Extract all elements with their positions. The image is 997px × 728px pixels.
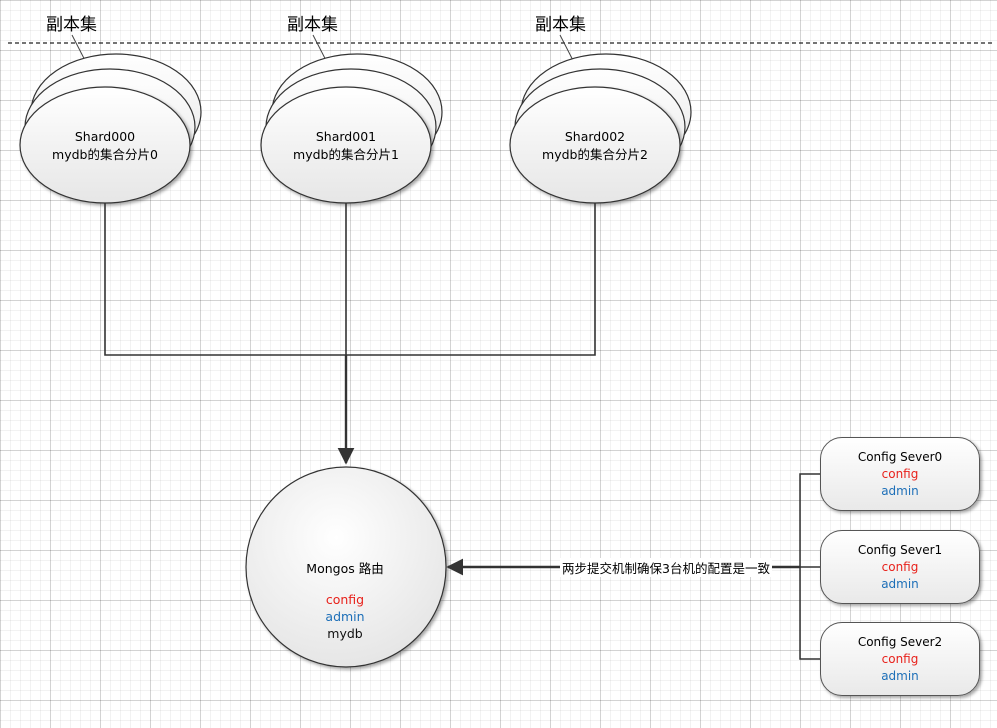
config-server-db-config: config bbox=[881, 467, 919, 481]
mongos-db-config: config bbox=[325, 592, 365, 607]
config-server-name: Config Sever2 bbox=[857, 635, 943, 649]
mongos-db-mydb: mydb bbox=[327, 626, 363, 641]
config-server-db-admin: admin bbox=[881, 577, 919, 591]
shard-desc: mydb的集合分片1 bbox=[293, 147, 399, 162]
replica-set-label-2: 副本集 bbox=[535, 15, 586, 35]
shard-name: Shard000 bbox=[74, 129, 136, 144]
shard-text-1: Shard001 mydb的集合分片1 bbox=[261, 128, 431, 164]
shard-stack-2[interactable] bbox=[509, 53, 692, 204]
shard-name: Shard001 bbox=[315, 129, 377, 144]
shard-desc: mydb的集合分片2 bbox=[542, 147, 648, 162]
config-server-name: Config Sever1 bbox=[857, 543, 943, 557]
two-phase-commit-label: 两步提交机制确保3台机的配置是一致 bbox=[560, 558, 772, 577]
mongos-db-admin: admin bbox=[325, 609, 365, 624]
shard-text-2: Shard002 mydb的集合分片2 bbox=[510, 128, 680, 164]
shard-desc: mydb的集合分片0 bbox=[52, 147, 158, 162]
replica-set-label-0: 副本集 bbox=[46, 15, 97, 35]
mongos-router-circle[interactable] bbox=[245, 466, 447, 668]
config-server-db-admin: admin bbox=[881, 669, 919, 683]
config-server-db-config: config bbox=[881, 652, 919, 666]
config-server-0[interactable]: Config Sever0 config admin bbox=[820, 437, 980, 511]
mongos-title: Mongos 路由 bbox=[306, 561, 384, 576]
shard-text-0: Shard000 mydb的集合分片0 bbox=[20, 128, 190, 164]
shard-bus-connector bbox=[104, 203, 596, 356]
config-server-db-admin: admin bbox=[881, 484, 919, 498]
replica-set-label-1: 副本集 bbox=[287, 15, 338, 35]
shard-stack-1[interactable] bbox=[260, 53, 443, 204]
mongos-text: Mongos 路由 config admin mydb bbox=[247, 558, 443, 642]
config-server-name: Config Sever0 bbox=[857, 450, 943, 464]
config-server-2[interactable]: Config Sever2 config admin bbox=[820, 622, 980, 696]
shard-stack-0[interactable] bbox=[19, 53, 202, 204]
config-server-1[interactable]: Config Sever1 config admin bbox=[820, 530, 980, 604]
config-server-db-config: config bbox=[881, 560, 919, 574]
shard-name: Shard002 bbox=[564, 129, 626, 144]
